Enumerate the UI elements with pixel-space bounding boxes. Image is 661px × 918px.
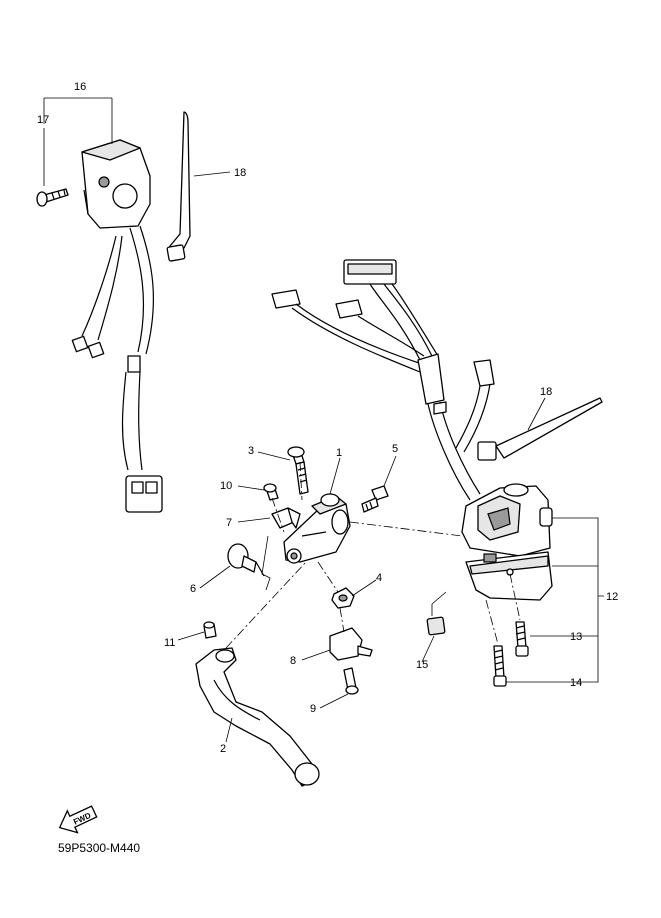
centre-line-bolt-3	[299, 461, 303, 501]
bolt-3	[287, 446, 309, 495]
callout-2: 2	[220, 743, 226, 755]
centre-line-cover	[431, 591, 447, 616]
centre-line-nut	[317, 561, 339, 593]
screw-9	[343, 667, 359, 695]
nut-4	[331, 587, 355, 609]
callout-16: 16	[74, 81, 86, 93]
leader-5	[383, 455, 397, 487]
leader-10	[237, 485, 265, 491]
leader-18b	[527, 397, 546, 431]
centre-line-holder	[349, 521, 463, 537]
screw-14	[493, 645, 507, 687]
clutch-lever-2	[195, 647, 320, 787]
callout-17: 17	[37, 114, 49, 126]
callout-15: 15	[416, 659, 428, 671]
callout-3: 3	[248, 445, 254, 457]
leader-4	[351, 579, 377, 597]
leader-8	[301, 649, 331, 661]
callout-5: 5	[392, 443, 398, 455]
leader-18a	[193, 171, 231, 177]
switch-8	[329, 627, 373, 661]
leader-12-13-14	[506, 517, 604, 683]
leader-1	[329, 457, 341, 495]
callout-10: 10	[220, 480, 232, 492]
screw-13	[515, 621, 529, 657]
leader-15	[421, 635, 435, 663]
centre-line-lever	[225, 561, 307, 649]
leader-9	[319, 693, 349, 709]
bolt-6	[227, 543, 265, 577]
bolt-5	[361, 485, 389, 513]
callout-12: 12	[606, 591, 618, 603]
right-switch-harness	[271, 259, 495, 501]
screw-17	[36, 188, 69, 207]
leader-6	[199, 565, 231, 589]
callout-13: 13	[570, 631, 582, 643]
centre-line-switch	[339, 607, 345, 633]
callout-9: 9	[310, 703, 316, 715]
centre-line-bolt-6	[261, 535, 271, 591]
leader-11	[177, 631, 205, 641]
callout-18-right: 18	[540, 386, 552, 398]
callout-11: 11	[164, 637, 175, 649]
leader-7	[237, 517, 271, 523]
diagram-code: 59P5300-M440	[58, 841, 140, 855]
cable-band-upper	[166, 111, 191, 262]
clamp-7	[271, 507, 301, 529]
screw-10	[263, 483, 279, 501]
callout-1: 1	[336, 447, 342, 459]
collar-11	[203, 621, 217, 639]
centre-line-screw-10	[271, 497, 285, 533]
callout-14: 14	[570, 677, 582, 689]
leader-2	[225, 717, 233, 743]
right-switch-housing	[461, 483, 553, 601]
callout-4: 4	[376, 572, 382, 584]
callout-18-upper: 18	[234, 167, 246, 179]
leader-16-17	[43, 97, 113, 186]
left-handlebar-switch	[71, 139, 163, 513]
cable-band-right	[477, 397, 603, 461]
cover-15	[426, 616, 446, 636]
callout-6: 6	[190, 583, 196, 595]
callout-8: 8	[290, 655, 296, 667]
centre-line-screw-14	[485, 599, 499, 645]
lever-holder-1	[283, 493, 351, 564]
leader-3	[257, 451, 291, 461]
callout-7: 7	[226, 517, 232, 529]
fwd-arrow-icon: FWD	[58, 805, 98, 834]
centre-line-screw-13	[509, 573, 521, 621]
